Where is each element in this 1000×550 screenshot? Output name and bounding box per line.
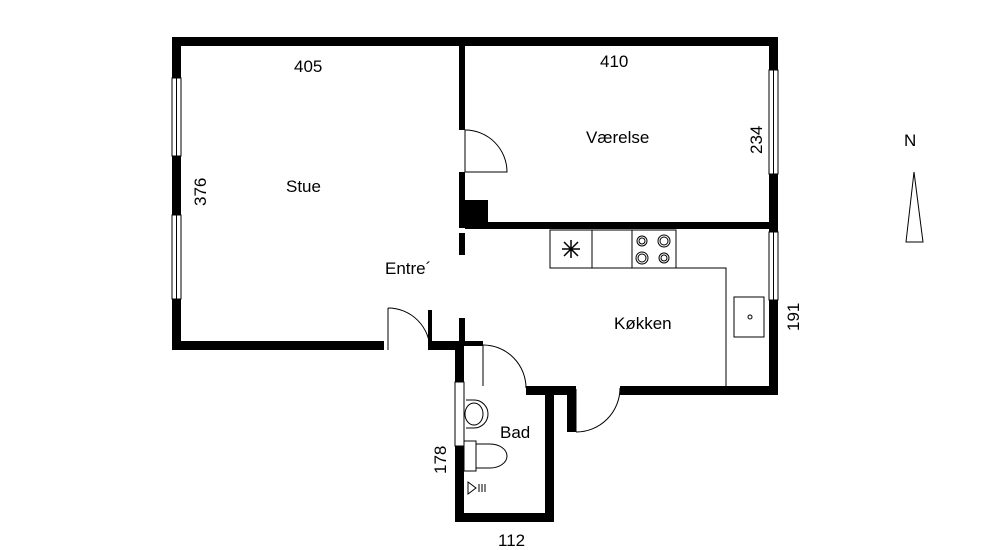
walls: [172, 37, 778, 522]
room-label-entre: Entre´: [385, 259, 431, 278]
toilet-icon: [463, 440, 508, 472]
room-label-kokken: Køkken: [614, 314, 672, 333]
dimension-bad-width: 112: [498, 531, 525, 550]
shower-icon: [467, 481, 486, 495]
windows: [171, 69, 779, 447]
dimension-stue-height: 376: [191, 178, 210, 206]
dimension-stue-width: 405: [294, 57, 322, 76]
dimension-kokken-height: 191: [784, 303, 803, 331]
sink-icon: [733, 296, 765, 338]
dimension-vaerelse-height: 234: [747, 126, 766, 154]
stove-icon: [635, 234, 671, 265]
interior-walls: [459, 46, 769, 344]
kitchen-counter: [549, 229, 727, 386]
star-appliance-icon: [562, 240, 580, 258]
room-label-bad: Bad: [500, 423, 530, 442]
room-label-stue: Stue: [286, 177, 321, 196]
compass-north-label: N: [904, 131, 916, 150]
dimension-bad-height: 178: [431, 446, 450, 474]
washbasin-icon: [464, 399, 489, 429]
room-label-vaerelse: Værelse: [586, 128, 649, 147]
compass: N: [904, 131, 924, 243]
doors: [387, 129, 621, 433]
dimension-vaerelse-width: 410: [600, 52, 628, 71]
